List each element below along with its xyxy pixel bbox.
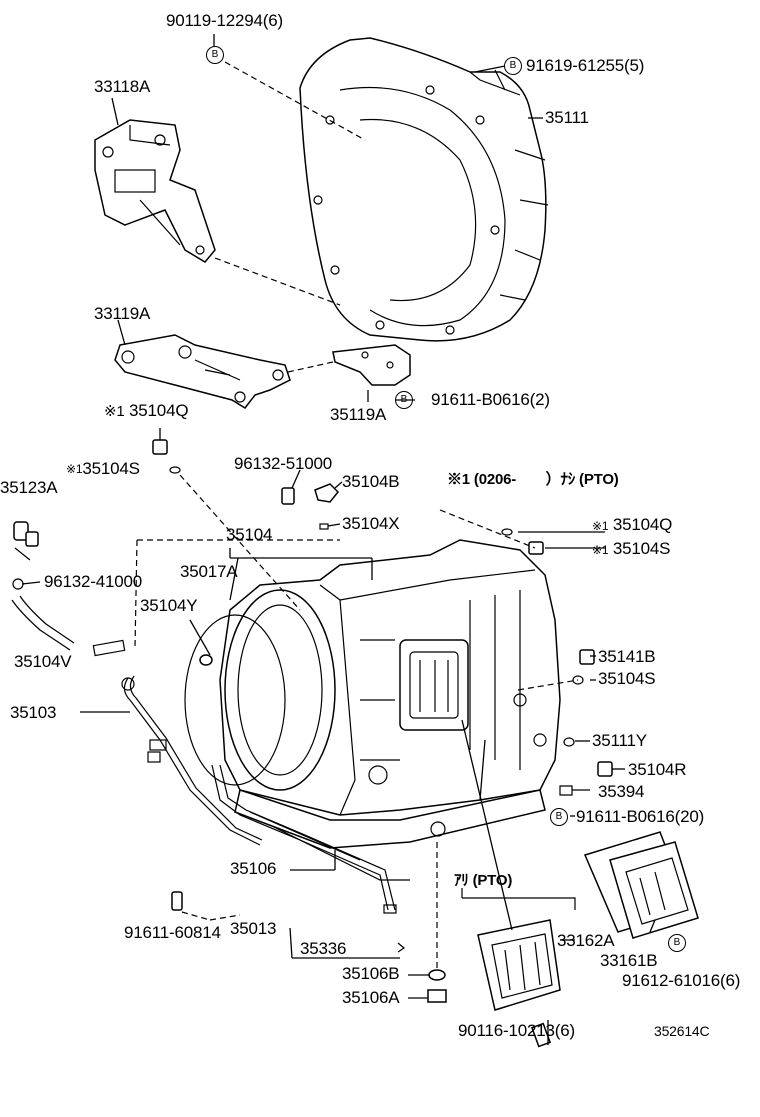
label-35104S-right2: 35104S xyxy=(598,669,656,688)
leader-lines xyxy=(21,34,656,1045)
label-35104Q-top-text: 35104Q xyxy=(129,401,189,420)
star-mark: ※1 xyxy=(104,403,125,420)
note-no-pto: ※1 (0206- ）ﾅｼ (PTO) xyxy=(447,471,619,489)
note-star: ※1 xyxy=(447,471,470,488)
label-35111: 35111 xyxy=(545,108,589,127)
b-mark-3: B xyxy=(395,391,413,409)
label-35106A: 35106A xyxy=(342,988,400,1007)
transmission-case-35104 xyxy=(219,539,561,881)
b-mark-1: B xyxy=(206,46,224,64)
label-35104V: 35104V xyxy=(14,652,72,671)
plate-35119A xyxy=(332,344,411,386)
label-35394: 35394 xyxy=(598,782,645,801)
label-35104Q-top: ※1 35104Q xyxy=(104,401,189,421)
label-35013: 35013 xyxy=(230,919,277,938)
label-91612-61016: 91612-61016(6) xyxy=(622,971,741,990)
label-33162A: 33162A xyxy=(557,931,615,950)
b-mark-4: B xyxy=(550,808,568,826)
label-35104B: 35104B xyxy=(342,472,400,491)
dipstick-tube-35103 xyxy=(121,675,263,846)
label-35104X: 35104X xyxy=(342,514,400,533)
hose-35104V xyxy=(11,595,126,657)
label-35106: 35106 xyxy=(230,859,277,878)
b-mark-5: B xyxy=(668,934,686,952)
label-90116-10213: 90116-10213(6) xyxy=(458,1021,575,1040)
label-35123A: 35123A xyxy=(0,478,58,497)
label-91619-61255: 91619-61255(5) xyxy=(526,56,645,75)
label-96132-41000: 96132-41000 xyxy=(44,572,143,591)
b-mark-2: B xyxy=(504,57,522,75)
pto-cover-33162A xyxy=(461,888,576,1048)
label-33119A: 33119A xyxy=(94,304,151,323)
bracket-33119A xyxy=(114,334,291,409)
label-35119A: 35119A xyxy=(330,405,387,424)
label-91611-60814: 91611-60814 xyxy=(124,923,221,942)
label-35141B: 35141B xyxy=(598,647,656,666)
label-35104: 35104 xyxy=(226,525,273,544)
label-96132-51000: 96132-51000 xyxy=(234,454,333,473)
transmission-housing-35111 xyxy=(299,37,549,342)
star-mark: ※1 xyxy=(592,519,609,533)
diagram-id: 352614C xyxy=(654,1023,710,1039)
tube-35106 xyxy=(211,764,397,914)
label-35104R: 35104R xyxy=(628,760,687,779)
label-90119-12294: 90119-12294(6) xyxy=(166,11,283,30)
label-35104Y: 35104Y xyxy=(140,596,198,615)
label-91611-B0616-20: 91611-B0616(20) xyxy=(576,807,705,826)
pto-cover-33161B xyxy=(583,831,699,939)
label-35336: 35336 xyxy=(300,939,347,958)
label-35104S-top-text: 35104S xyxy=(82,459,140,478)
star-mark: ※1 xyxy=(66,462,83,476)
bracket-33118A xyxy=(94,119,216,263)
star-mark: ※1 xyxy=(592,543,609,557)
label-35017A: 35017A xyxy=(180,562,238,581)
o-ring-35017A xyxy=(184,614,286,786)
label-35104S-right1-text: 35104S xyxy=(612,539,671,558)
label-91611-B0616-2: 91611-B0616(2) xyxy=(431,390,550,409)
label-33161B: 33161B xyxy=(600,951,658,970)
label-35104S-right1: ※1 35104S xyxy=(592,540,670,559)
label-35104Q-right-text: 35104Q xyxy=(612,515,673,534)
note-no-pto-text: (0206- ）ﾅｼ (PTO) xyxy=(473,471,619,488)
clamp-35123A xyxy=(12,521,39,590)
label-35106B: 35106B xyxy=(342,964,400,983)
label-35104S-top: ※135104S xyxy=(66,460,140,478)
label-33118A: 33118A xyxy=(94,77,151,96)
label-35103: 35103 xyxy=(10,703,57,722)
label-35104Q-right: ※1 35104Q xyxy=(592,516,672,535)
label-35111Y: 35111Y xyxy=(592,731,647,750)
note-with-pto: ｱﾘ (PTO) xyxy=(454,872,513,889)
